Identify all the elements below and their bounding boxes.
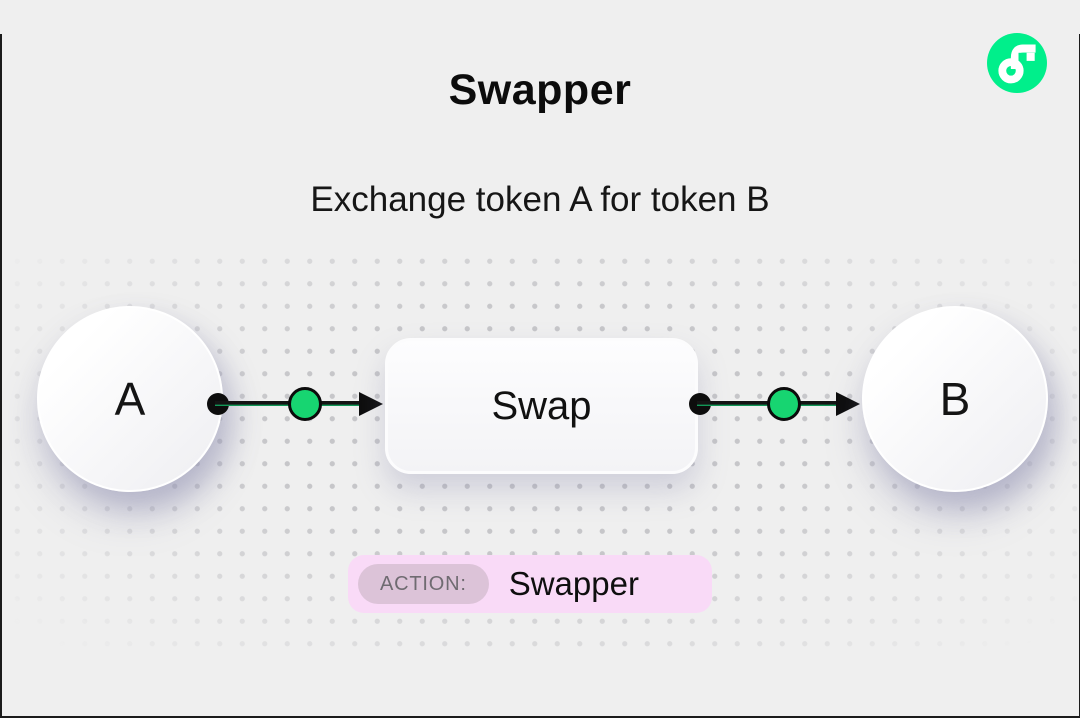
- swap-box-label: Swap: [491, 383, 592, 428]
- node-token-a-label: A: [114, 373, 146, 425]
- node-token-b-label: B: [939, 373, 971, 425]
- arrowhead-icon: [836, 392, 860, 416]
- action-badge: ACTION: Swapper: [348, 555, 712, 613]
- action-badge-tag: ACTION:: [358, 564, 489, 604]
- page-title: Swapper: [448, 66, 632, 114]
- page-subtitle: Exchange token A for token B: [310, 180, 770, 219]
- connector-port-dot-icon: [767, 387, 801, 421]
- flow-logo-icon: [987, 33, 1047, 93]
- node-token-a: A: [37, 306, 223, 492]
- arrowhead-icon: [359, 392, 383, 416]
- frame-edge-bottom: [0, 716, 1080, 718]
- action-badge-value: Swapper: [508, 565, 639, 602]
- swap-box: Swap: [385, 338, 698, 474]
- connector-port-dot-icon: [288, 387, 322, 421]
- node-token-b: B: [862, 306, 1048, 492]
